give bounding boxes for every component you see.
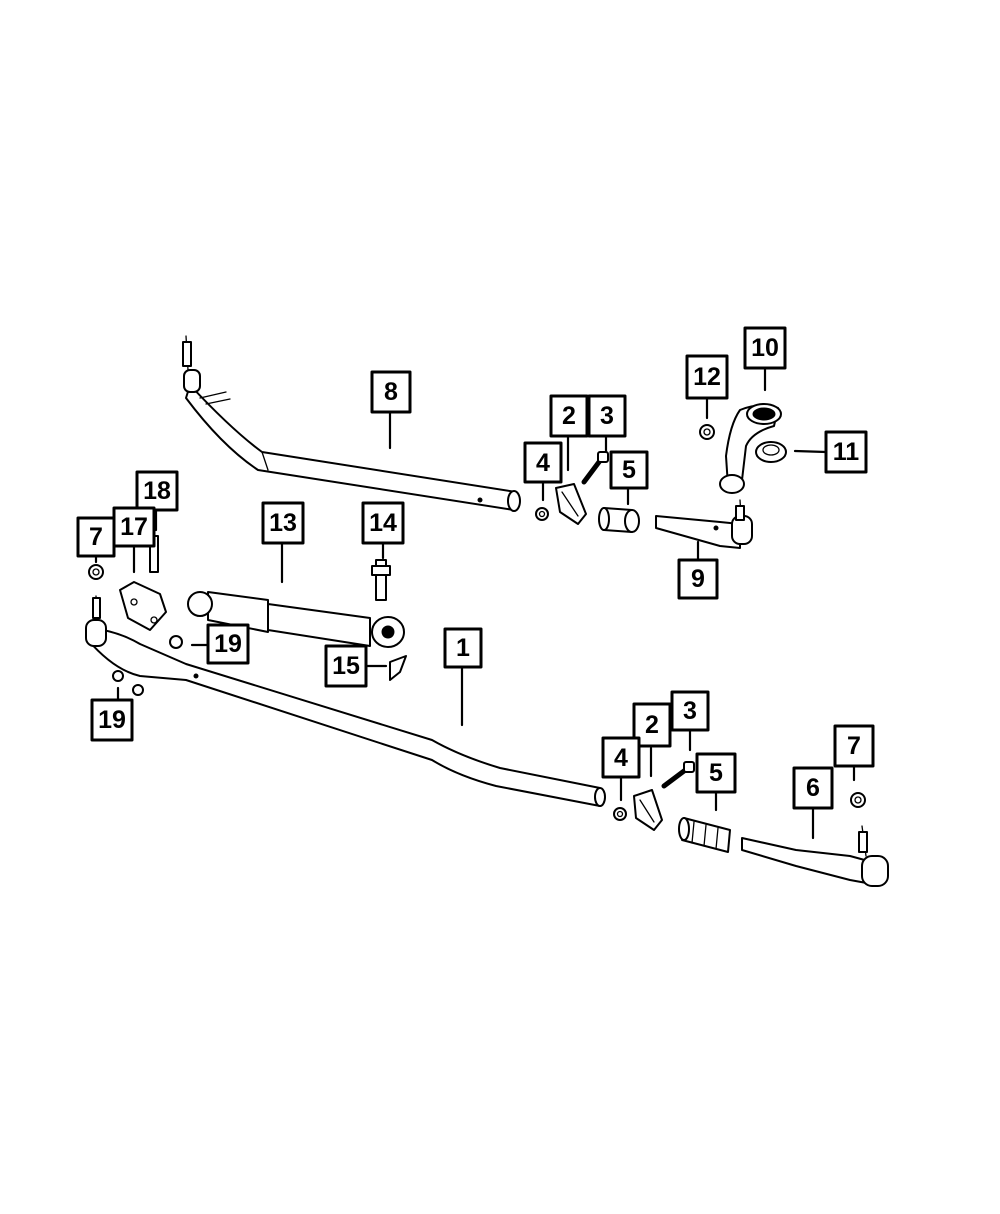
callout-3-lower: 3: [670, 690, 710, 732]
right-stud-nut: [850, 792, 866, 808]
damper-bracket: [389, 655, 407, 681]
svg-text:13: 13: [269, 509, 297, 537]
callout-1: 1: [443, 627, 483, 669]
svg-text:2: 2: [562, 402, 576, 430]
callout-7-left: 7: [76, 516, 116, 558]
svg-text:17: 17: [120, 513, 148, 541]
callout-17: 17: [112, 506, 156, 548]
svg-text:11: 11: [833, 438, 860, 466]
callout-2: 2: [549, 394, 589, 438]
pitman-arm: [719, 403, 782, 494]
svg-text:7: 7: [89, 523, 103, 551]
callout-9: 9: [677, 558, 719, 600]
svg-text:6: 6: [806, 774, 820, 802]
damper-mount-bracket: [119, 581, 167, 631]
pitman-stud-nut: [699, 424, 715, 440]
svg-text:4: 4: [614, 744, 628, 772]
svg-text:18: 18: [143, 477, 171, 505]
svg-text:1: 1: [456, 634, 470, 662]
svg-text:10: 10: [751, 334, 779, 362]
svg-text:4: 4: [536, 449, 550, 477]
lower-adjuster-sleeve: [678, 817, 731, 853]
svg-text:2: 2: [645, 711, 659, 739]
callout-18: 18: [135, 470, 179, 512]
callout-8: 8: [370, 370, 412, 414]
tie-rod-tube: [85, 595, 606, 807]
left-stud-nut: [88, 564, 104, 580]
callout-3: 3: [587, 394, 627, 438]
pitman-arm-nut: [755, 441, 787, 463]
callout-15: 15: [324, 644, 368, 688]
lower-clamp-nut: [613, 807, 627, 821]
callout-5-lower: 5: [695, 752, 737, 794]
svg-text:15: 15: [332, 652, 360, 680]
lower-tie-rod-end: [741, 825, 889, 887]
upper-adjuster-sleeve: [598, 507, 640, 533]
upper-clamp-nut: [535, 507, 549, 521]
svg-text:12: 12: [693, 363, 721, 391]
callout-4-lower: 4: [601, 736, 641, 779]
steering-damper: [187, 591, 405, 648]
svg-text:7: 7: [847, 732, 861, 760]
upper-clamp: [555, 483, 587, 525]
leader-lines: [94, 366, 856, 840]
svg-text:14: 14: [369, 509, 397, 537]
callout-13: 13: [261, 501, 305, 545]
svg-text:3: 3: [683, 697, 697, 725]
lower-clamp: [633, 789, 663, 831]
left-stud-nut-lower: [112, 635, 183, 696]
svg-text:5: 5: [709, 759, 723, 787]
svg-text:9: 9: [691, 565, 705, 593]
damper-bolt: [371, 559, 391, 601]
svg-text:19: 19: [214, 630, 242, 658]
svg-text:5: 5: [622, 456, 636, 484]
callout-19-lower: 19: [90, 698, 134, 742]
upper-tie-rod-end: [655, 499, 753, 549]
callout-7-right: 7: [833, 724, 875, 768]
drag-link-tube: [182, 335, 521, 512]
svg-text:19: 19: [98, 706, 126, 734]
upper-clamp-bolt: [581, 451, 609, 485]
callout-19-upper: 19: [206, 623, 250, 665]
callout-14: 14: [361, 501, 405, 545]
callout-5: 5: [609, 450, 649, 490]
callout-12: 12: [685, 354, 729, 400]
callout-4: 4: [523, 441, 563, 484]
svg-text:3: 3: [600, 402, 614, 430]
svg-text:8: 8: [384, 378, 398, 406]
lower-clamp-bolt: [661, 761, 695, 789]
callout-10: 10: [743, 326, 787, 370]
callout-6: 6: [792, 766, 834, 810]
callout-11: 11: [824, 430, 868, 474]
